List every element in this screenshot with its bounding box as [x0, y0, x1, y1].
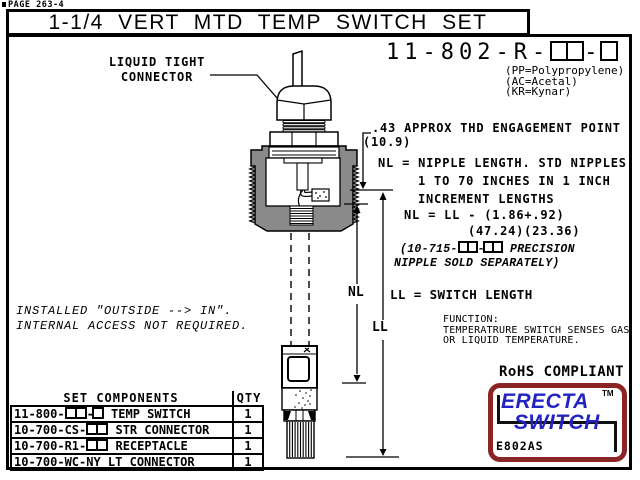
precision-nipple-note: (10-715-- PRECISION NIPPLE SOLD SEPARATE…: [394, 241, 575, 270]
set-components-table: SET COMPONENTS QTY 11-800-- TEMP SWITCH …: [10, 391, 264, 471]
logo-bracket-right: [614, 421, 617, 452]
blank-box: [91, 407, 104, 419]
liquid-tight-connector: [276, 85, 332, 121]
trademark-symbol: TM: [602, 389, 614, 398]
material-option-ac: (AC=Acetal): [505, 74, 578, 88]
switch-length-note: LL = SWITCH LENGTH: [390, 287, 533, 302]
blank-box: [96, 423, 109, 435]
logo-brand-line2: SWITCH: [514, 411, 600, 434]
blank-box: [600, 41, 619, 61]
liquid-tight-connector-label: LIQUID TIGHT CONNECTOR: [108, 55, 206, 84]
page-title: 1-1/4 VERT MTD TEMP SWITCH SET: [6, 9, 530, 36]
body-threads-left: [248, 166, 257, 224]
nipple-length-note: NL = NIPPLE LENGTH. STD NIPPLES 1 TO 70 …: [378, 156, 627, 206]
logo-bracket-bottom: [497, 421, 617, 424]
blank-box: [466, 241, 478, 253]
thread-engagement-note: .43 APPROX THD ENGAGEMENT POINT (10.9): [363, 121, 621, 149]
dim-ll-line: [346, 192, 399, 458]
blank-box: [566, 41, 585, 61]
nipple-dashed-outline: [290, 233, 310, 346]
table-header-row: SET COMPONENTS QTY: [10, 391, 264, 405]
table-row: 11-800-- TEMP SWITCH 1: [14, 407, 252, 421]
table-row: 10-700-CS- STR CONNECTOR 1: [12, 421, 262, 437]
rohs-compliant-label: RoHS COMPLIANT: [499, 364, 625, 380]
logo-brand-line1: ERECTA: [501, 390, 589, 413]
table-row: 10-700-WC-NY LT CONNECTOR 1: [12, 453, 262, 469]
page-number-label: PAGE 263-4: [2, 0, 64, 10]
logo-part-code: E802AS: [496, 439, 544, 453]
model-number: 11-802-R--: [386, 41, 619, 64]
switch-body-cross-section: [248, 145, 360, 232]
dim-thread-engagement: [350, 132, 393, 191]
install-note: INSTALLED "OUTSIDE --> IN". INTERNAL ACC…: [16, 304, 249, 333]
internal-component: [311, 188, 330, 202]
nl-formula: NL = LL - (1.86+.92) (47.24)(23.36): [404, 208, 581, 238]
header-set-components: SET COMPONENTS: [63, 391, 179, 405]
material-option-pp: (PP=Polypropylene): [505, 64, 625, 77]
function-note: FUNCTION: TEMPERATRURE SWITCH SENSES GAS…: [443, 314, 630, 346]
table-row: 10-700-R1- RECEPTACLE 1: [12, 437, 262, 453]
material-legend: (PP=Polypropylene) (AC=Acetal) (KR=Kynar…: [505, 64, 625, 98]
dim-label-ll: LL: [370, 320, 390, 335]
dim-label-nl: NL: [346, 285, 366, 300]
connector-threads-icon: [282, 120, 326, 133]
corner-mark-icon: [2, 2, 6, 7]
logo-bracket-left: [497, 395, 500, 424]
dim-nl-line: [342, 203, 368, 384]
blank-box: [491, 241, 503, 253]
table-body: 11-800-- TEMP SWITCH 1 10-700-CS- STR CO…: [10, 405, 264, 471]
switch-housing: [281, 345, 318, 389]
content-frame: [6, 34, 632, 470]
header-qty: QTY: [232, 391, 264, 405]
housing-window: [287, 356, 310, 382]
nipple-threads: [289, 205, 314, 226]
housing-marking: [303, 347, 311, 353]
leader-line: [210, 74, 278, 99]
stipple-section: [281, 387, 318, 411]
blank-box: [96, 439, 109, 451]
page-title-text: 1-1/4 VERT MTD TEMP SWITCH SET: [48, 11, 488, 34]
erecta-switch-logo: ERECTA TM SWITCH E802AS: [488, 383, 627, 462]
blank-box: [74, 407, 87, 419]
material-option-kr: (KR=Kynar): [505, 85, 572, 98]
probe-tip: [286, 420, 315, 459]
page-number-text: PAGE 263-4: [8, 0, 65, 10]
